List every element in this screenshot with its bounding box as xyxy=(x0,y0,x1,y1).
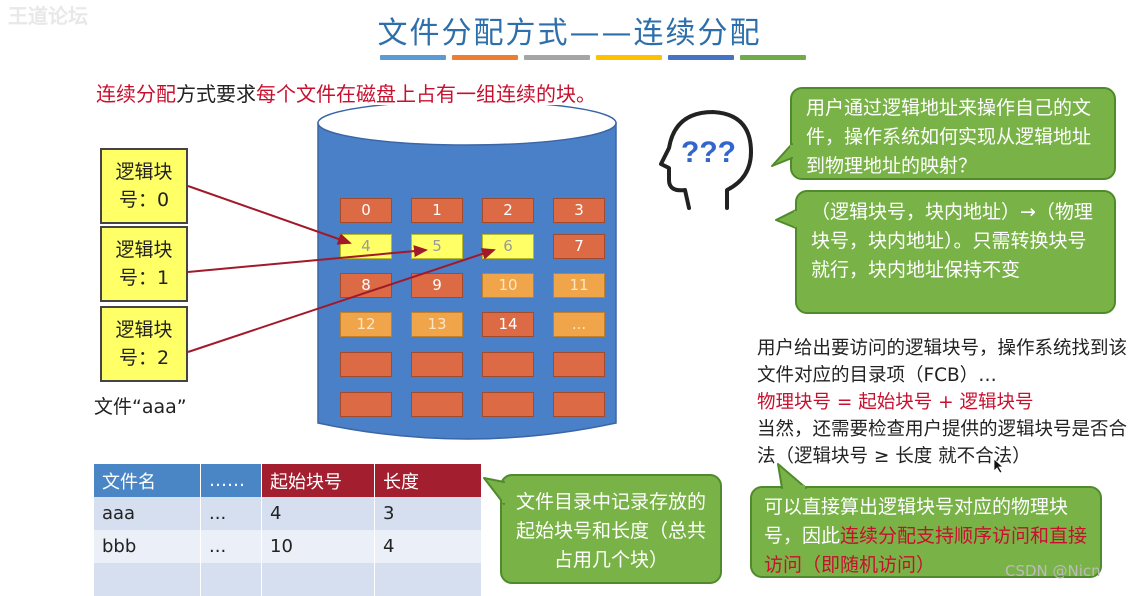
disk-block xyxy=(411,392,463,417)
table-header-row: 文件名 …… 起始块号 长度 xyxy=(94,464,482,497)
disk-cylinder xyxy=(317,105,617,440)
logical-block-1: 逻辑块号：1 xyxy=(100,226,188,302)
watermark-logo: 王道论坛 xyxy=(8,4,88,28)
disk-block xyxy=(553,352,605,377)
title-stripe xyxy=(740,55,806,60)
bubble-tail xyxy=(483,477,506,505)
file-label: 文件“aaa” xyxy=(94,396,187,418)
table-row-empty xyxy=(94,563,482,596)
disk-block: 1 xyxy=(411,198,463,223)
disk-block xyxy=(340,392,392,417)
intro-highlight: 每个文件在磁盘上占有一组连续的块。 xyxy=(256,82,596,106)
table-header-length: 长度 xyxy=(374,464,482,497)
table-cell: 4 xyxy=(261,497,375,530)
logical-block-label: 逻辑块 xyxy=(115,319,173,341)
disk-block xyxy=(553,392,605,417)
answer-bubble: （逻辑块号，块内地址）→（物理块号，块内地址）。只需转换块号就行，块内地址保持不… xyxy=(795,190,1116,314)
table-cell xyxy=(261,563,375,596)
intro-text: 连续分配方式要求每个文件在磁盘上占有一组连续的块。 xyxy=(96,78,596,107)
arrow-logical-1-to-block-5 xyxy=(187,245,428,273)
slide-title: 文件分配方式——连续分配 xyxy=(377,16,762,51)
disk-block: 9 xyxy=(411,273,463,298)
logical-block-number: 号：2 xyxy=(118,347,170,369)
title-stripe xyxy=(524,55,590,60)
table-cell: bbb xyxy=(94,530,201,563)
arrow-logical-2-to-block-6 xyxy=(187,248,496,353)
mouse-cursor-icon xyxy=(993,458,1005,474)
bubble-tail xyxy=(775,209,798,229)
directory-table: 文件名 …… 起始块号 长度 aaa ... 4 3 bbb ... 10 4 xyxy=(94,464,482,596)
logical-block-0: 逻辑块号：0 xyxy=(100,148,188,224)
bubble-tail xyxy=(777,463,807,489)
disk-block xyxy=(340,352,392,377)
bubble-tail xyxy=(771,143,794,167)
disk-block-other-file: 12 xyxy=(340,312,392,337)
table-cell xyxy=(94,563,201,596)
table-header-start-block: 起始块号 xyxy=(261,464,375,497)
question-bubble-text: 用户通过逻辑地址来操作自己的文件，操作系统如何实现从逻辑地址到物理地址的映射？ xyxy=(806,97,1092,177)
table-cell xyxy=(374,563,482,596)
access-bubble: 可以直接算出逻辑块号对应的物理块号，因此连续分配支持顺序访问和直接访问（即随机访… xyxy=(750,486,1102,578)
title-stripe xyxy=(668,55,734,60)
disk-block-other-file: 11 xyxy=(553,273,605,298)
explanation-line: 用户给出要访问的逻辑块号，操作系统找到该文件对应的目录项（FCB）… xyxy=(757,338,1128,386)
table-cell xyxy=(200,563,262,596)
title-stripe xyxy=(452,55,518,60)
thinking-head-icon: ??? xyxy=(659,110,753,210)
disk-block: 14 xyxy=(482,312,534,337)
formula-line: 物理块号 = 起始块号 + 逻辑块号 xyxy=(757,392,1034,413)
logical-block-label: 逻辑块 xyxy=(115,161,173,183)
question-marks: ??? xyxy=(681,136,736,169)
disk-block xyxy=(482,392,534,417)
table-header-filename: 文件名 xyxy=(94,464,201,497)
directory-note-bubble: 文件目录中记录存放的起始块号和长度（总共占用几个块） xyxy=(500,474,722,584)
disk-block: 2 xyxy=(482,198,534,223)
table-cell: 3 xyxy=(374,497,482,530)
answer-bubble-text: （逻辑块号，块内地址）→（物理块号，块内地址）。只需转换块号就行，块内地址保持不… xyxy=(811,201,1093,281)
explanation-text: 用户给出要访问的逻辑块号，操作系统找到该文件对应的目录项（FCB）… 物理块号 … xyxy=(757,335,1137,470)
table-cell: aaa xyxy=(94,497,201,530)
table-cell: ... xyxy=(200,497,262,530)
question-bubble: 用户通过逻辑地址来操作自己的文件，操作系统如何实现从逻辑地址到物理地址的映射？ xyxy=(790,87,1116,180)
intro-plain: 方式要求 xyxy=(176,82,256,106)
access-bubble-text: 可以直接算出逻辑块号对应的物理块号，因此 xyxy=(764,496,1069,547)
table-cell: 10 xyxy=(261,530,375,563)
logical-block-number: 号：1 xyxy=(118,267,170,289)
explanation-line: 当然，还需要检查用户提供的逻辑块号是否合法（逻辑块号 ≥ 长度 就不合法） xyxy=(757,419,1128,467)
title-stripe xyxy=(596,55,662,60)
table-header-ellipsis: …… xyxy=(200,464,262,497)
disk-block-other-file: 10 xyxy=(482,273,534,298)
logical-block-number: 号：0 xyxy=(118,189,170,211)
disk-block: 8 xyxy=(340,273,392,298)
disk-block: 3 xyxy=(553,198,605,223)
title-stripe xyxy=(380,55,446,60)
disk-block-allocated: 6 xyxy=(482,234,534,259)
disk-block xyxy=(411,352,463,377)
intro-highlight: 连续分配 xyxy=(96,82,176,106)
table-row: bbb ... 10 4 xyxy=(94,530,482,563)
table-row: aaa ... 4 3 xyxy=(94,497,482,530)
disk-block-other-file: ... xyxy=(553,312,605,337)
table-cell: 4 xyxy=(374,530,482,563)
access-bubble-highlight: 连续分配支持顺序访问和直接访问（即随机访问） xyxy=(764,525,1088,576)
logical-block-label: 逻辑块 xyxy=(115,239,173,261)
disk-block: 0 xyxy=(340,198,392,223)
directory-note-text: 文件目录中记录存放的起始块号和长度（总共占用几个块） xyxy=(515,491,706,571)
arrow-logical-0-to-block-4 xyxy=(187,185,352,245)
disk-block xyxy=(482,352,534,377)
disk-block: 7 xyxy=(553,234,605,259)
credit-watermark: CSDN @Nicn xyxy=(1005,562,1101,580)
table-cell: ... xyxy=(200,530,262,563)
logical-block-2: 逻辑块号：2 xyxy=(100,306,188,382)
disk-block-other-file: 13 xyxy=(411,312,463,337)
